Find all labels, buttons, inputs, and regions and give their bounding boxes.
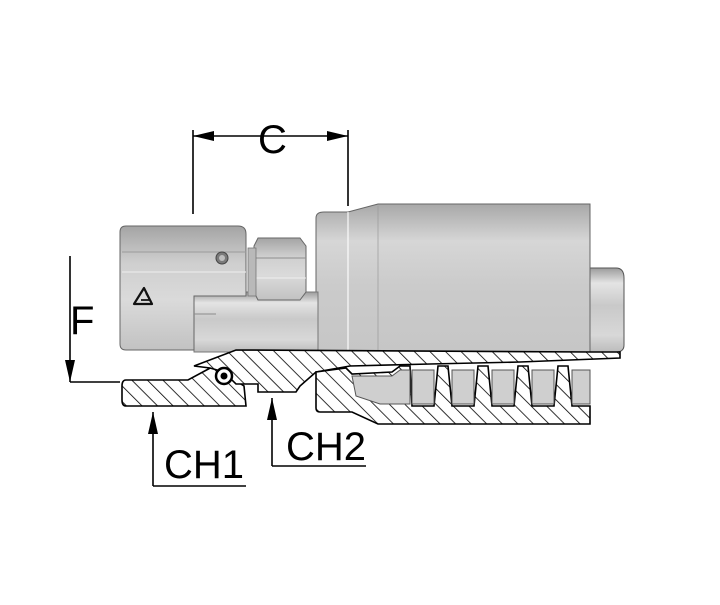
brand-logo-icon <box>132 286 154 306</box>
arrow-c-left <box>193 131 214 141</box>
swivel-nut <box>119 225 247 351</box>
label-ch2: CH2 <box>286 425 366 469</box>
label-c: C <box>258 118 287 162</box>
tail-spigot <box>589 267 625 353</box>
socket-teeth <box>351 369 591 405</box>
arrow-ch1 <box>148 412 158 434</box>
arrow-ch2 <box>267 398 277 420</box>
dimension-c <box>192 130 349 214</box>
label-f: F <box>70 299 94 343</box>
label-ch1: CH1 <box>164 443 244 487</box>
arrow-f <box>65 360 75 382</box>
arrow-c-right <box>327 131 348 141</box>
stem-hex <box>253 237 307 301</box>
stem-body <box>193 291 319 353</box>
crimp-sleeve <box>315 203 591 353</box>
